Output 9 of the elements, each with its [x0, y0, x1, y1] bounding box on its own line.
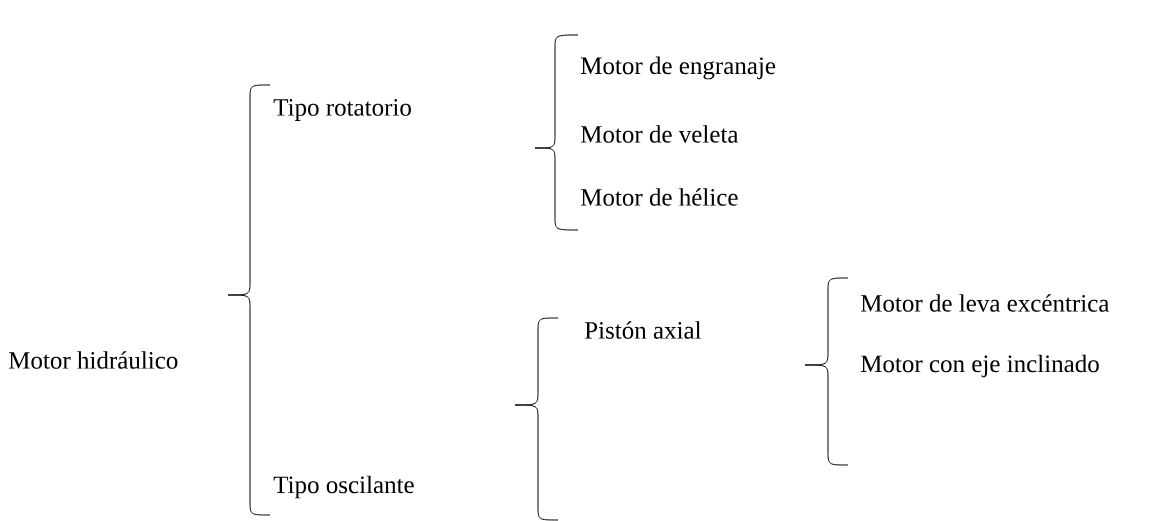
- term-text: Tipo rotatorio: [273, 99, 411, 121]
- term-text: Motor de engranaje: [580, 56, 776, 80]
- term-text: Motor de hélice: [580, 188, 738, 206]
- term-text: Motor de veleta: [580, 125, 739, 143]
- term-text: Motor de leva excéntrica: [860, 294, 1110, 312]
- term-text: Pistón axial: [584, 321, 702, 339]
- term-text: Motor hidráulico: [8, 351, 178, 369]
- term-text: Motor con eje inclinado: [860, 354, 1099, 378]
- term-text: Tipo oscilante: [273, 475, 414, 499]
